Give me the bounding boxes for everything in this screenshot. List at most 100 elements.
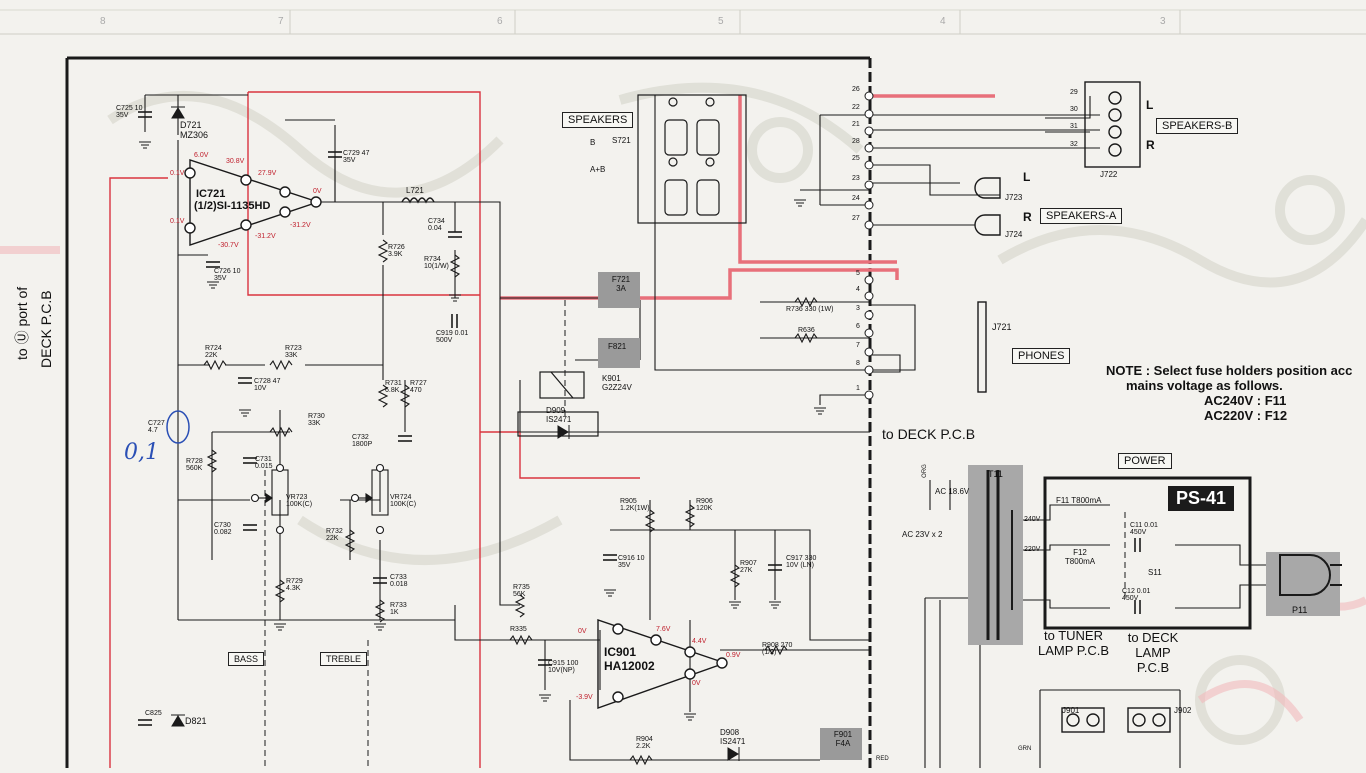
note-line2: mains voltage as follows.: [1126, 378, 1283, 393]
note-line4: AC220V : F12: [1204, 408, 1288, 423]
label-r729: R729 4.3K: [286, 578, 303, 592]
handwritten-note: 0,1: [124, 440, 159, 465]
pin-24: 24: [852, 195, 860, 202]
label-f11: F11 T800mA: [1056, 496, 1102, 505]
voltage-0: 6.0V: [194, 152, 209, 159]
ruler-6: 6: [497, 16, 503, 27]
label-j723: J723: [1005, 193, 1023, 202]
voltage-7: -31.2V: [255, 233, 276, 240]
label-240v: 240V: [1024, 516, 1041, 523]
voltage-6: -30.7V: [218, 242, 239, 249]
label-c11: C11 0.01 450V: [1130, 522, 1158, 536]
voltage-14: -3.9V: [576, 694, 593, 701]
deck-lamp-label: to DECK LAMP P.C.B: [1127, 630, 1179, 675]
switch-s721: [637, 94, 747, 224]
bass-box: BASS: [228, 652, 265, 666]
label-c731: C731 0.015: [255, 456, 273, 470]
pin-7: 7: [856, 342, 860, 349]
ruler-4: 4: [940, 16, 946, 27]
label-d909: D909 IS2471: [546, 406, 572, 424]
note-line1: NOTE : Select fuse holders position acc: [1106, 363, 1353, 378]
j722-pin-31: 31: [1070, 123, 1078, 130]
voltage-5: 0.1V: [170, 218, 185, 225]
label-c917: C917 330 10V (LN): [786, 555, 817, 569]
label-c733: C733 0.018: [390, 574, 408, 588]
label-f12: F12 T800mA: [1064, 548, 1096, 566]
ruler-7: 7: [278, 16, 284, 27]
label-k901: K901 G2Z24V: [602, 374, 632, 392]
label-c12: C12 0.01 450V: [1122, 588, 1151, 602]
label-r-a: R: [1023, 210, 1032, 224]
lamp-connectors: [1061, 707, 1171, 733]
j722-pin-29: 29: [1070, 89, 1078, 96]
fuse-boxes: [598, 272, 1340, 760]
diodes: [171, 106, 740, 761]
volume-pots: [250, 463, 389, 535]
speakers-b-box: SPEAKERS-B: [1156, 118, 1239, 134]
voltage-9: 0V: [578, 628, 587, 635]
label-c915: C915 100 10V(NP): [548, 660, 579, 674]
voltage-2: 27.9V: [258, 170, 277, 177]
voltage-3: 0.1V: [170, 170, 185, 177]
label-j902: J902: [1174, 706, 1192, 715]
label-r731: R731 6.8K: [385, 380, 402, 394]
pin-5: 5: [856, 270, 860, 277]
jack-j721: [977, 301, 987, 393]
switch-pos-b: B: [590, 138, 596, 147]
wire-grn: GRN: [1018, 746, 1032, 752]
side-label-line1: to Ⓤ port of: [14, 286, 30, 360]
label-r907: R907 27K: [740, 560, 757, 574]
label-j724: J724: [1005, 230, 1023, 239]
fuse-note: NOTE : Select fuse holders position acc …: [1106, 363, 1352, 423]
ic721-name: IC721: [196, 188, 226, 200]
relay-k901: [517, 371, 599, 437]
voltage-10: 7.6V: [656, 626, 671, 633]
label-j721: J721: [992, 322, 1012, 332]
label-ac2: AC 23V x 2: [902, 530, 943, 539]
pin-21: 21: [852, 121, 860, 128]
ruler-3: 3: [1160, 16, 1166, 27]
j722-pin-30: 30: [1070, 106, 1078, 113]
label-r723: R723 33K: [285, 345, 302, 359]
wire-red: RED: [876, 756, 889, 762]
ic901-name: IC901: [604, 645, 637, 659]
label-r-b: R: [1146, 138, 1155, 152]
label-r724: R724 22K: [205, 345, 222, 359]
label-c919: C919 0.01 500V: [436, 330, 469, 344]
label-c734: C734 0.04: [428, 218, 445, 232]
label-vr724: VR724 100K(C): [390, 494, 417, 508]
label-r732: R732 22K: [326, 528, 343, 542]
pin-6: 6: [856, 323, 860, 330]
treble-box: TREBLE: [320, 652, 368, 666]
label-c730: C730 0.082: [214, 522, 232, 536]
label-c725: C725 10 35V: [116, 105, 143, 119]
handwritten-circle: [166, 410, 190, 444]
label-r733: R733 1K: [390, 602, 407, 616]
frame-ruler: [0, 9, 1366, 35]
label-l721: L721: [406, 186, 424, 195]
pin-4: 4: [856, 286, 860, 293]
phones-box: PHONES: [1012, 348, 1071, 364]
label-l-a: L: [1023, 170, 1031, 184]
ps41-outline: [1043, 476, 1252, 630]
ruler-8: 8: [100, 16, 106, 27]
label-c732: C732 1800P: [352, 434, 373, 448]
voltage-8: -31.2V: [290, 222, 311, 229]
pin-1: 1: [856, 385, 860, 392]
side-label-line2: DECK P.C.B: [38, 290, 54, 368]
label-j901: J901: [1062, 706, 1080, 715]
switch-pos-ab: A+B: [590, 165, 606, 174]
label-r726: R726 3.9K: [388, 244, 405, 258]
label-r735: R735 56K: [513, 584, 530, 598]
label-t11: T11: [988, 469, 1003, 479]
pink-traces: [500, 94, 995, 300]
power-box: POWER: [1118, 453, 1172, 469]
voltage-11: 4.4V: [692, 638, 707, 645]
connector-j722: [1084, 81, 1141, 168]
inductor-l721: [401, 197, 435, 204]
to-deck-label: to DECK P.C.B: [882, 426, 976, 442]
label-d908: D908 IS2471: [720, 728, 746, 746]
ic901-symbol: [597, 619, 728, 709]
voltage-12: 0.9V: [726, 652, 741, 659]
